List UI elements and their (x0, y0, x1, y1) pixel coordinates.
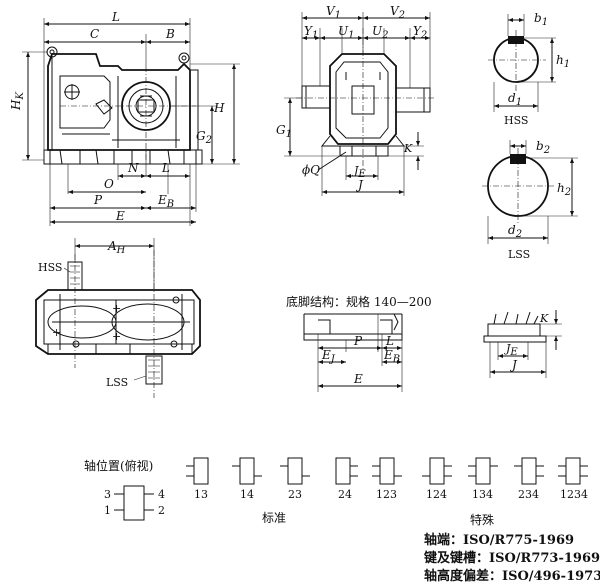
lss-h: h2 (557, 181, 571, 198)
ref-3: 3 (104, 488, 111, 501)
dim-Y1: Y1 (304, 24, 318, 41)
svg-text:1234: 1234 (560, 488, 588, 501)
dim-B: B (165, 27, 175, 41)
hss-label: HSS (504, 114, 528, 127)
ref-1: 1 (104, 504, 111, 517)
svg-text:123: 123 (376, 488, 397, 501)
dim-U1: U1 (338, 24, 355, 41)
shaft-code-14: 14 (232, 457, 262, 501)
dim-V2: V2 (390, 4, 405, 21)
dim-K: K (403, 142, 413, 155)
svg-text:24: 24 (338, 488, 352, 501)
standard-key: 键及键槽：ISO/R773-1969 (423, 550, 600, 566)
foot-dim-EB: EB (383, 348, 400, 365)
dim-JE: JE (352, 164, 366, 180)
shaft-positions-title: 轴位置(俯视) (84, 458, 153, 473)
lss-label: LSS (508, 248, 530, 261)
shaft-code-23: 23 (280, 457, 310, 501)
dim-L: L (111, 10, 120, 24)
foot-structure: 底脚结构：规格 140—200 P L EJ EB E K JE J (286, 294, 562, 392)
hss-h: h1 (556, 53, 570, 70)
dim-G2: G2 (196, 129, 212, 146)
top-hss-label: HSS (38, 261, 62, 274)
dim-O: O (104, 177, 114, 191)
foot-dim-JE: JE (504, 342, 518, 358)
dim-Y2: Y2 (413, 24, 427, 41)
dim-C: C (90, 27, 99, 41)
standard-label: 标准 (262, 511, 286, 525)
lss-shaft-section: b2 h2 d2 LSS (482, 139, 578, 261)
svg-text:13: 13 (194, 488, 208, 501)
svg-text:124: 124 (426, 488, 447, 501)
foot-dim-EJ: EJ (321, 348, 336, 365)
svg-text:234: 234 (518, 488, 539, 501)
dim-V1: V1 (326, 4, 341, 21)
shaft-code-134: 134 (468, 457, 498, 501)
standard-shaft-height: 轴高度偏差：ISO/496-1973 (424, 568, 600, 584)
standard-shaft-end: 轴端：ISO/R775-1969 (424, 532, 574, 548)
dim-J: J (355, 178, 364, 192)
svg-text:+: + (112, 330, 121, 343)
top-view: + + + AH HSS LSS (35, 238, 201, 398)
special-label: 特殊 (470, 512, 494, 527)
foot-dim-K: K (539, 312, 549, 325)
foot-title: 底脚结构：规格 140—200 (286, 294, 432, 309)
hss-d: d1 (508, 91, 522, 108)
dim-L2: L (161, 161, 170, 175)
dim-AH: AH (107, 239, 126, 256)
front-view: L C B HK H G2 N L O P EB E (9, 10, 240, 226)
svg-text:+: + (112, 302, 121, 315)
shaft-code-1234: 1234 (558, 457, 588, 501)
hss-b: b1 (534, 11, 548, 28)
top-lss-label: LSS (106, 376, 128, 389)
svg-text:23: 23 (288, 488, 302, 501)
svg-text:+: + (52, 326, 61, 339)
svg-text:134: 134 (472, 488, 493, 501)
shaft-positions: 轴位置(俯视) 3 4 1 2 13 14 23 24 (84, 457, 588, 527)
lss-d: d2 (508, 223, 522, 240)
lss-b: b2 (536, 139, 550, 156)
ref-2: 2 (158, 504, 165, 517)
foot-dim-P: P (353, 334, 363, 348)
shaft-code-13: 13 (186, 457, 209, 501)
standards-notes: 轴端：ISO/R775-1969 键及键槽：ISO/R773-1969 轴高度偏… (423, 532, 600, 584)
dim-N: N (127, 161, 139, 175)
shaft-code-124: 124 (422, 457, 452, 501)
hss-shaft-section: b1 h1 d1 HSS (488, 11, 570, 127)
dim-H: H (213, 101, 225, 115)
shaft-code-234: 234 (514, 457, 544, 501)
dim-P: P (93, 193, 103, 207)
dim-U2: U2 (372, 24, 389, 41)
foot-dim-E: E (353, 372, 363, 386)
dim-EB: EB (157, 193, 174, 210)
shaft-code-24: 24 (335, 457, 358, 501)
dim-HK: HK (9, 92, 26, 111)
svg-text:14: 14 (240, 488, 254, 501)
foot-dim-L: L (385, 334, 394, 348)
side-view: V1 V2 Y1 U1 U2 Y2 G1 K ϕQ JE J (276, 4, 436, 196)
dim-E: E (115, 209, 125, 223)
foot-dim-J: J (509, 358, 518, 372)
shaft-code-123: 123 (372, 457, 402, 501)
dim-Q: ϕQ (302, 163, 320, 177)
ref-4: 4 (158, 488, 165, 501)
dim-G1: G1 (276, 123, 292, 140)
